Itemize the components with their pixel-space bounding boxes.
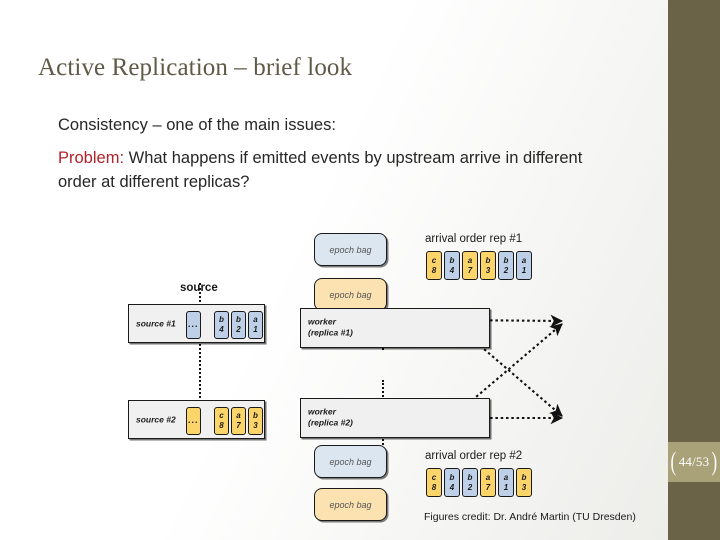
arrival-1-cell: a 7 [462,251,478,280]
problem-keyword: Problem: [58,148,125,167]
source-2-event-cell: a 7 [231,406,246,435]
problem-text: What happens if emitted events by upstre… [58,148,583,191]
event-number: 4 [449,482,455,492]
arrival-order-1-title: arrival order rep #1 [425,233,523,245]
event-number: 8 [431,482,437,492]
event-number: 1 [521,265,527,275]
event-letter: c [431,472,437,482]
body-text-block: Consistency – one of the main issues: Pr… [58,114,638,204]
worker-box-replica-1[interactable]: worker (replica #1) [300,308,490,348]
event-number: 7 [467,265,473,275]
source-box-1[interactable]: source #1 ... b 4 b 2 a 1 [128,304,265,343]
arrival-2-cell: b 4 [444,468,460,497]
event-number: 1 [503,482,509,492]
event-letter: b [467,472,473,482]
source-box-2[interactable]: source #2 ... c 8 a 7 b 3 [128,400,265,439]
event-letter: c [219,410,224,420]
figure-credit: Figures credit: Dr. André Martin (TU Dre… [424,511,636,523]
event-number: 3 [253,420,258,430]
event-letter: c [431,255,437,265]
event-number: 2 [467,482,473,492]
event-letter: b [236,314,241,324]
page-title: Active Replication – brief look [38,54,353,81]
event-number: 2 [503,265,509,275]
event-number: 3 [521,482,527,492]
worker-2-caption: worker (replica #2) [308,406,353,428]
source-2-caption: source #2 [136,413,176,424]
source-1-event-cell: b 2 [231,310,246,339]
arrival-order-1-strip: c 8 b 4 a 7 b 3 b 2 a 1 [426,251,532,280]
active-replication-diagram: source source #1 ... b 4 b 2 a 1 source … [120,225,680,525]
epoch-bag-top-yellow[interactable]: epoch bag [314,278,387,311]
worker-box-replica-2[interactable]: worker (replica #2) [300,398,490,438]
event-number: 3 [485,265,491,275]
epoch-divider-source [199,283,201,426]
bracket-left-icon: ( [670,447,677,476]
source-2-placeholder-cell: ... [186,406,201,435]
event-letter: a [236,410,241,420]
arrival-2-cell: b 2 [462,468,478,497]
source-2-event-cell: b 3 [248,406,263,435]
event-number: 7 [485,482,491,492]
event-letter: b [521,472,527,482]
event-letter: b [449,255,455,265]
epoch-bag-bottom-blue[interactable]: epoch bag [314,445,387,478]
arrival-order-2-strip: c 8 b 4 b 2 a 7 a 1 b 3 [426,468,532,497]
event-number: 4 [449,265,455,275]
epoch-bag-top-blue[interactable]: epoch bag [314,233,387,266]
epoch-bag-bottom-yellow[interactable]: epoch bag [314,488,387,521]
event-letter: b [449,472,455,482]
event-letter: a [467,255,473,265]
source-1-placeholder-cell: ... [186,310,201,339]
arrival-2-cell: a 1 [498,468,514,497]
arrival-1-cell: b 2 [498,251,514,280]
source-1-caption: source #1 [136,317,176,328]
bracket-right-icon: ) [711,447,718,476]
arrival-order-2-title: arrival order rep #2 [425,450,523,462]
arrival-1-cell: b 4 [444,251,460,280]
source-2-event-cell: c 8 [214,406,229,435]
event-letter: a [253,314,258,324]
arrival-1-cell: c 8 [426,251,442,280]
arrival-2-cell: a 7 [480,468,496,497]
worker-1-caption: worker (replica #1) [308,316,353,338]
arrival-2-cell: b 3 [516,468,532,497]
event-number: 4 [219,324,224,334]
source-1-event-cell: a 1 [248,310,263,339]
source-group-label: source [180,282,218,294]
page-number-label: 44/53 [678,454,710,469]
event-number: 8 [219,420,224,430]
event-number: 2 [236,324,241,334]
event-number: 8 [431,265,437,275]
event-letter: b [503,255,509,265]
body-line-problem: Problem: What happens if emitted events … [58,147,603,195]
crossing-arrows-group [452,314,564,425]
event-letter: a [521,255,527,265]
event-letter: a [485,472,491,482]
arrival-1-cell: a 1 [516,251,532,280]
arrival-1-cell: b 3 [480,251,496,280]
arrival-2-cell: c 8 [426,468,442,497]
event-letter: b [485,255,491,265]
source-1-event-cell: b 4 [214,310,229,339]
event-letter: b [253,410,258,420]
page-number-badge: ( 44/53 ) [668,442,720,482]
event-letter: b [219,314,224,324]
event-number: 1 [253,324,258,334]
body-line-consistency: Consistency – one of the main issues: [58,116,336,134]
event-number: 7 [236,420,241,430]
event-letter: a [503,472,509,482]
